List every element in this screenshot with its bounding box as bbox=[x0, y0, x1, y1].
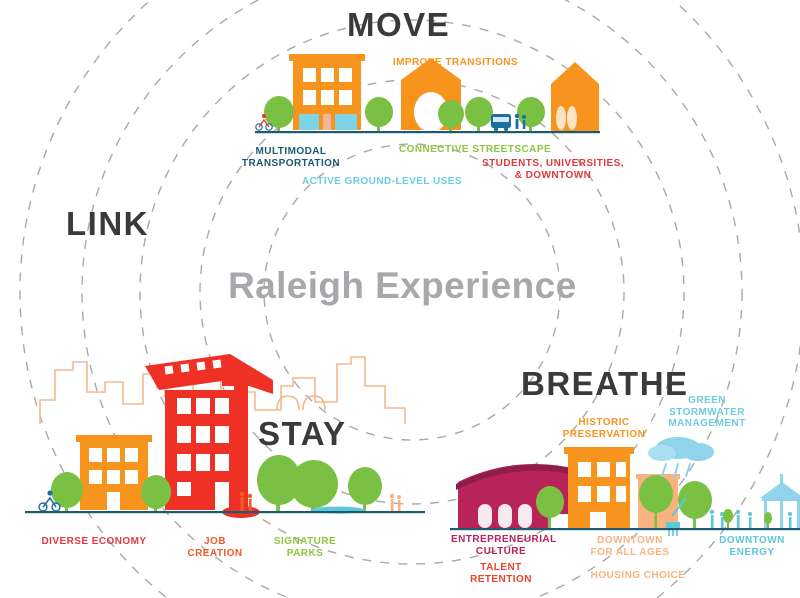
stay-scene bbox=[25, 354, 425, 518]
move-scene bbox=[255, 54, 600, 134]
people-icon bbox=[643, 509, 792, 528]
bus-icon bbox=[491, 114, 511, 132]
people-icon bbox=[239, 491, 401, 511]
label-connective-streetscape: CONNECTIVE STREETSCAPE bbox=[398, 144, 552, 155]
label-diverse-economy: DIVERSE ECONOMY bbox=[41, 536, 147, 547]
apartment-building-icon bbox=[289, 54, 365, 130]
tree-icon bbox=[536, 475, 712, 528]
ground-line bbox=[255, 131, 600, 134]
label-students-universities: STUDENTS, UNIVERSITIES,& DOWNTOWN bbox=[481, 158, 625, 181]
apartment-building-icon bbox=[165, 390, 237, 510]
breathe-scene bbox=[450, 437, 800, 536]
center-title: Raleigh Experience bbox=[228, 265, 577, 306]
ground-line bbox=[450, 528, 800, 531]
ring-5 bbox=[19, 0, 800, 598]
pillar-label-move: MOVE bbox=[347, 6, 451, 43]
house-icon bbox=[551, 62, 599, 131]
apartment-building-icon bbox=[76, 435, 152, 510]
tree-icon bbox=[51, 455, 382, 512]
construction-crane-icon bbox=[145, 354, 273, 518]
ring-3 bbox=[139, 19, 685, 565]
pillar-label-breathe: BREATHE bbox=[521, 365, 689, 402]
pedestrian-icon bbox=[514, 113, 526, 129]
tree-icon bbox=[264, 96, 545, 131]
label-talent-retention: TALENT RETENTION bbox=[470, 562, 532, 585]
storefront-icon bbox=[299, 114, 357, 130]
pillar-label-link: LINK bbox=[66, 205, 149, 242]
ground-line bbox=[25, 511, 425, 514]
label-active-ground-level-uses: ACTIVE GROUND-LEVEL USES bbox=[301, 176, 463, 187]
historic-building-icon bbox=[564, 447, 634, 528]
ring-1 bbox=[263, 143, 561, 441]
cyclist-icon bbox=[255, 114, 273, 131]
ring-4 bbox=[81, 0, 743, 598]
label-housing-choice: HOUSING CHOICE bbox=[590, 570, 686, 581]
label-improve-transitions: IMPROVE TRANSITIONS bbox=[392, 57, 519, 68]
pillar-label-stay: STAY bbox=[258, 415, 347, 452]
